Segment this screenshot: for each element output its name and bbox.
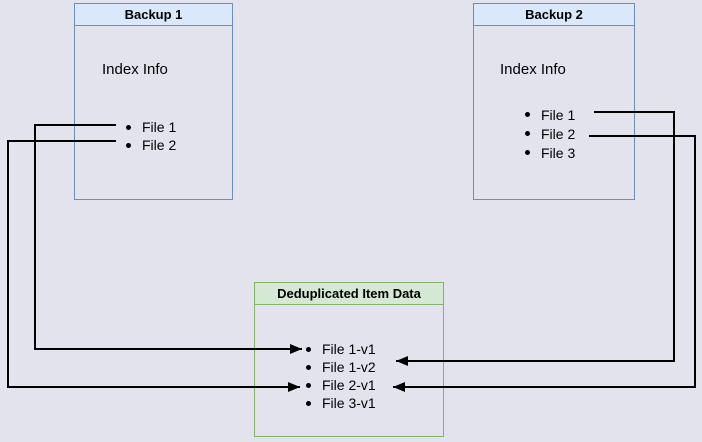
bullet-icon: [126, 142, 131, 148]
backup2-file2-label: File 2: [541, 125, 576, 142]
list-item: File 3: [474, 143, 634, 162]
list-item: File 1-v1: [255, 340, 443, 358]
backup2-file1-label: File 1: [541, 106, 576, 123]
bullet-icon: [306, 346, 311, 352]
backup1-file2-label: File 2: [142, 137, 177, 153]
list-item: File 2-v1: [255, 376, 443, 394]
dedup-header: Deduplicated Item Data: [255, 283, 443, 305]
backup2-file-list: File 1 File 2 File 3: [474, 105, 634, 162]
list-item: File 2: [75, 136, 232, 154]
dedup-file1v2-label: File 1-v2: [322, 359, 376, 375]
bullet-icon: [525, 150, 530, 155]
backup1-header: Backup 1: [75, 4, 232, 26]
bullet-icon: [306, 364, 311, 370]
backup1-box: Backup 1 Index Info File 1 File 2: [74, 3, 233, 200]
dedup-file2v1-label: File 2-v1: [322, 377, 376, 393]
backup2-title: Backup 2: [525, 7, 583, 22]
dedup-file1v1-label: File 1-v1: [322, 341, 376, 357]
backup2-index-info-label: Index Info: [500, 61, 566, 78]
backup2-file3-label: File 3: [541, 144, 576, 161]
backup1-file1-label: File 1: [142, 119, 177, 135]
dedup-file-list: File 1-v1 File 1-v2 File 2-v1 File 3-v1: [255, 340, 443, 412]
bullet-icon: [525, 131, 530, 136]
list-item: File 2: [474, 124, 634, 143]
backup2-header: Backup 2: [474, 4, 634, 26]
bullet-icon: [126, 124, 131, 130]
dedup-title: Deduplicated Item Data: [277, 286, 421, 301]
backup1-index-info-label: Index Info: [102, 61, 168, 78]
dedup-file3v1-label: File 3-v1: [322, 395, 376, 411]
dedup-box: Deduplicated Item Data File 1-v1 File 1-…: [254, 282, 444, 437]
list-item: File 3-v1: [255, 394, 443, 412]
list-item: File 1: [474, 105, 634, 124]
bullet-icon: [306, 400, 311, 406]
list-item: File 1: [75, 118, 232, 136]
backup2-box: Backup 2 Index Info File 1 File 2 File 3: [473, 3, 635, 200]
bullet-icon: [525, 112, 530, 117]
bullet-icon: [306, 382, 311, 388]
backup1-title: Backup 1: [124, 7, 183, 22]
backup1-file-list: File 1 File 2: [75, 118, 232, 154]
list-item: File 1-v2: [255, 358, 443, 376]
